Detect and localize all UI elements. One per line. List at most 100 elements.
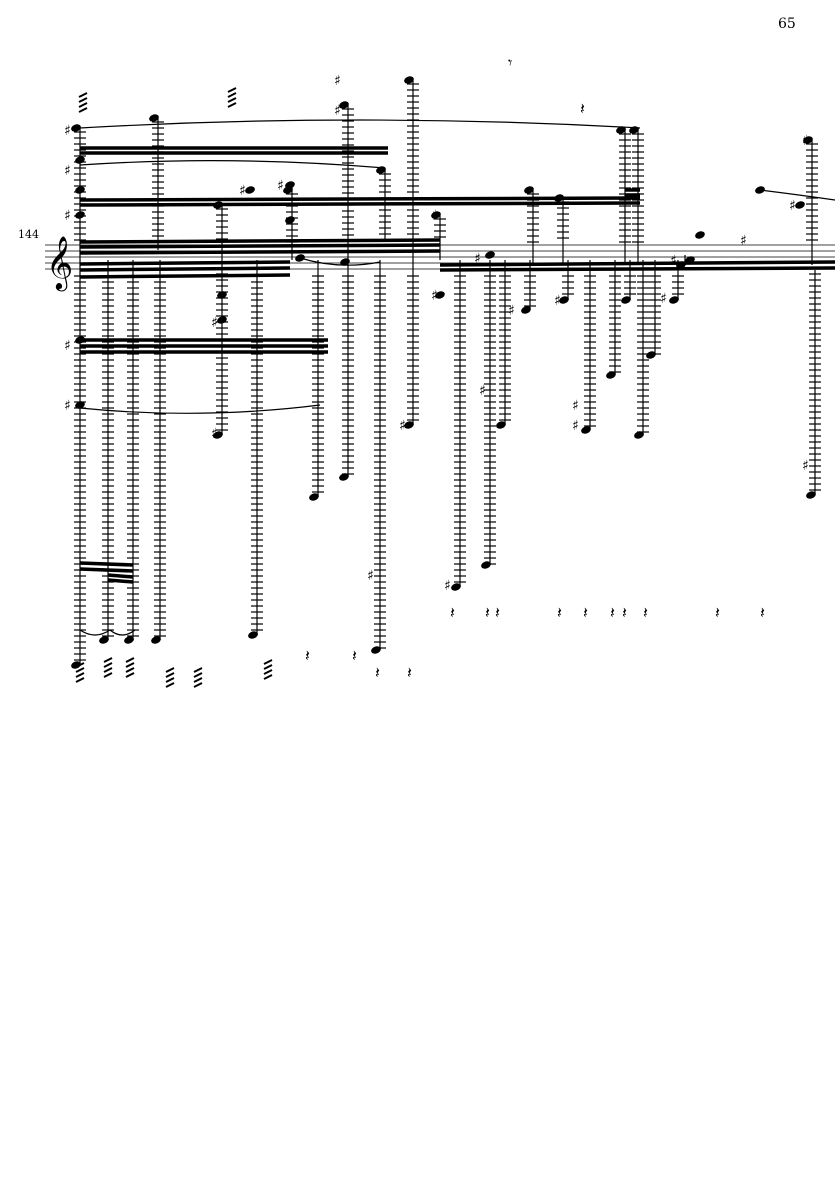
beam <box>79 260 291 266</box>
tremolo-stroke <box>165 667 175 673</box>
tie <box>109 629 136 636</box>
beam <box>439 266 835 272</box>
notehead <box>75 401 85 409</box>
tremolo-stroke <box>78 102 88 108</box>
eighth-rest-icon: 𝄾 <box>508 53 512 72</box>
sharp-icon: ♯ <box>277 178 284 194</box>
tremolo-stroke <box>165 677 175 683</box>
sharp-icon: ♯ <box>802 458 809 474</box>
treble-clef-icon: 𝄞 <box>46 235 73 291</box>
notehead <box>481 561 491 569</box>
notehead <box>149 114 159 122</box>
quarter-rest-icon: 𝄽 <box>375 663 380 682</box>
notehead <box>248 631 258 639</box>
notehead <box>285 216 295 224</box>
tremolo-stroke <box>78 97 88 103</box>
tremolo-stroke <box>227 92 237 98</box>
sharp-icon: ♯ <box>740 233 747 249</box>
beam <box>79 196 641 202</box>
notehead <box>99 636 109 644</box>
page-number: 65 <box>778 16 796 32</box>
notehead <box>806 491 816 499</box>
notehead <box>75 211 85 219</box>
sharp-icon: ♯ <box>64 208 71 224</box>
tremolo-stroke <box>103 672 113 678</box>
quarter-rest-icon: 𝄽 <box>407 663 412 682</box>
notehead <box>803 136 813 144</box>
tremolo-stroke <box>78 107 88 113</box>
notehead <box>621 296 631 304</box>
tremolo-stroke <box>193 682 203 688</box>
tremolo-stroke <box>227 102 237 108</box>
tremolo-stroke <box>78 92 88 98</box>
notehead <box>309 493 319 501</box>
notehead <box>217 291 227 299</box>
tremolo-stroke <box>227 87 237 93</box>
sharp-icon: ♯ <box>572 418 579 434</box>
beam <box>107 578 134 584</box>
sharp-icon: ♯ <box>239 183 246 199</box>
sharp-icon: ♯ <box>211 315 218 331</box>
notehead <box>339 473 349 481</box>
notehead <box>606 371 616 379</box>
tie <box>79 119 641 129</box>
notehead <box>340 258 350 266</box>
notehead <box>339 101 349 109</box>
tremolo-stroke <box>125 667 135 673</box>
tremolo-stroke <box>103 662 113 668</box>
quarter-rest-icon: 𝄽 <box>352 646 357 665</box>
notehead <box>124 636 134 644</box>
notehead <box>213 431 223 439</box>
tremolo-stroke <box>263 664 273 670</box>
notehead <box>285 181 295 189</box>
sharp-icon: ♯ <box>211 426 218 442</box>
tie <box>299 257 381 266</box>
tremolo-stroke <box>263 659 273 665</box>
notehead <box>581 426 591 434</box>
quarter-rest-icon: 𝄽 <box>557 603 562 622</box>
quarter-rest-icon: 𝄽 <box>495 603 500 622</box>
notehead <box>634 431 644 439</box>
tie <box>79 160 386 169</box>
notehead <box>404 76 414 84</box>
notehead <box>695 231 705 239</box>
quarter-rest-icon: 𝄽 <box>622 603 627 622</box>
notehead <box>795 201 805 209</box>
tremolo-stroke <box>75 667 85 673</box>
notehead <box>559 296 569 304</box>
sharp-icon: ♯ <box>64 398 71 414</box>
tremolo-stroke <box>103 657 113 663</box>
tie <box>79 629 111 636</box>
notehead <box>151 636 161 644</box>
sharp-icon: ♯ <box>479 383 486 399</box>
beam <box>79 249 441 255</box>
notation: ♯♯♯♯♯♯♯♯♯♯♯♯♯♯♯♯♯♯♯♯♯♯♯♯♯♯♯♯𝄽𝄽𝄽𝄽𝄽𝄽𝄽𝄽𝄽𝄽𝄽𝄽… <box>64 53 835 688</box>
tremolo-stroke <box>165 682 175 688</box>
notehead <box>431 211 441 219</box>
sharp-icon: ♯ <box>367 568 374 584</box>
tremolo-stroke <box>75 672 85 678</box>
notehead <box>646 351 656 359</box>
beam <box>107 573 134 579</box>
notehead <box>524 186 534 194</box>
sharp-icon: ♯ <box>789 198 796 214</box>
notehead <box>371 646 381 654</box>
sharp-icon: ♯ <box>660 291 667 307</box>
quarter-rest-icon: 𝄽 <box>485 603 490 622</box>
notehead <box>496 421 506 429</box>
tremolo-stroke <box>165 672 175 678</box>
sharp-icon: ♯ <box>399 418 406 434</box>
sharp-icon: ♯ <box>431 288 438 304</box>
sharp-icon: ♯ <box>572 398 579 414</box>
sharp-icon: ♯ <box>334 103 341 119</box>
notehead <box>404 421 414 429</box>
quarter-rest-icon: 𝄽 <box>760 603 765 622</box>
sharp-icon: ♯ <box>802 133 809 149</box>
tremolo-stroke <box>125 662 135 668</box>
tie <box>79 404 321 414</box>
quarter-rest-icon: 𝄽 <box>610 603 615 622</box>
sharp-icon: ♯ <box>508 303 515 319</box>
notehead <box>485 251 495 259</box>
notehead <box>217 316 227 324</box>
